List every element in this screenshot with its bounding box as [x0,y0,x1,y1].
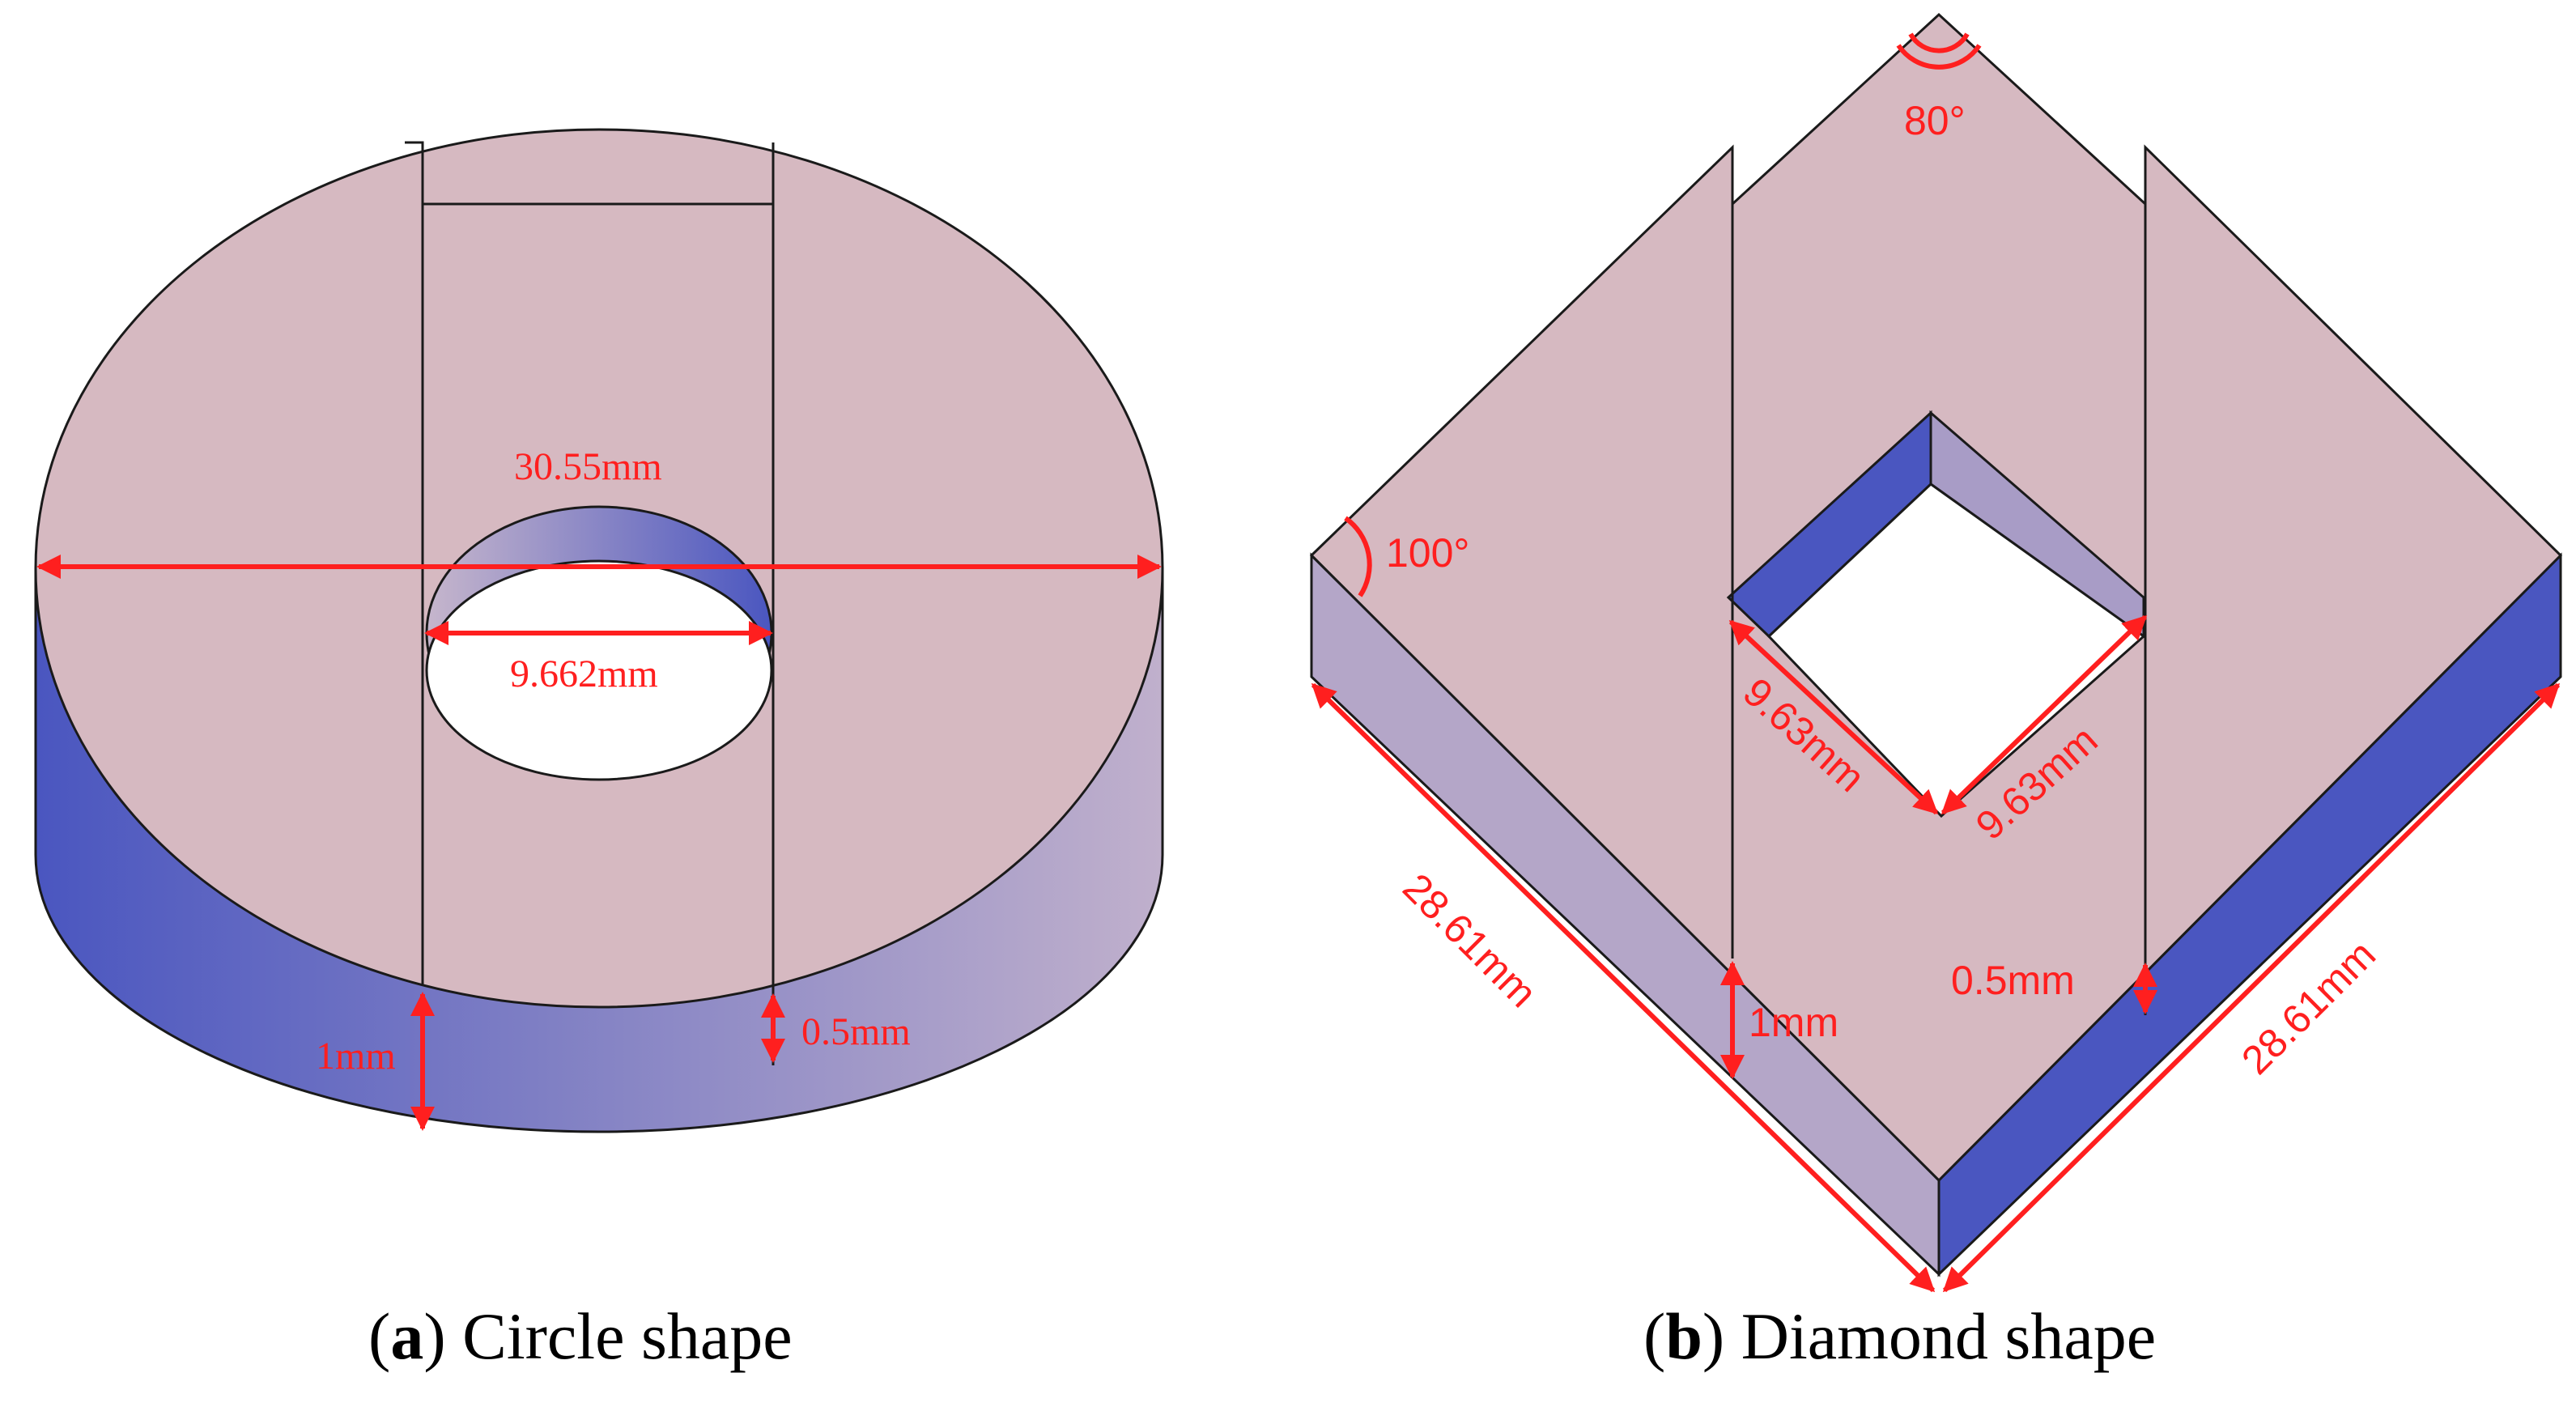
thickness-label: 1mm [316,1035,396,1078]
caption-a-letter: a [390,1299,424,1373]
hole-diameter-label: 9.662mm [510,652,658,695]
left-angle-label: 100° [1386,530,1469,576]
caption-a: (a) Circle shape [368,1299,793,1373]
diamond-shape-drawing: 80° 100° 9.63mm 9.63mm 28.61mm 28.61mm 1… [1309,12,2563,1293]
slit-label: 0.5mm [1951,958,2075,1003]
top-angle-arc-inner [1908,32,1970,53]
top-angle-arc-outer [1896,44,1982,70]
caption-b: (b) Diamond shape [1643,1299,2157,1373]
top-angle-label: 80° [1904,98,1966,143]
slit-label: 0.5mm [801,1010,911,1053]
caption-b-letter: b [1665,1299,1702,1373]
left-angle-arc [1344,516,1372,597]
slit-left [405,141,424,204]
caption-b-title: Diamond shape [1741,1299,2157,1373]
thickness-label: 1mm [1749,1000,1838,1045]
circle-shape-drawing: 30.55mm 9.662mm 1mm 0.5mm [34,128,1164,1133]
caption-a-title: Circle shape [462,1299,793,1373]
side-right-dimension [1942,682,2561,1293]
side-left-dimension [1311,682,1936,1293]
outer-diameter-label: 30.55mm [514,445,662,488]
